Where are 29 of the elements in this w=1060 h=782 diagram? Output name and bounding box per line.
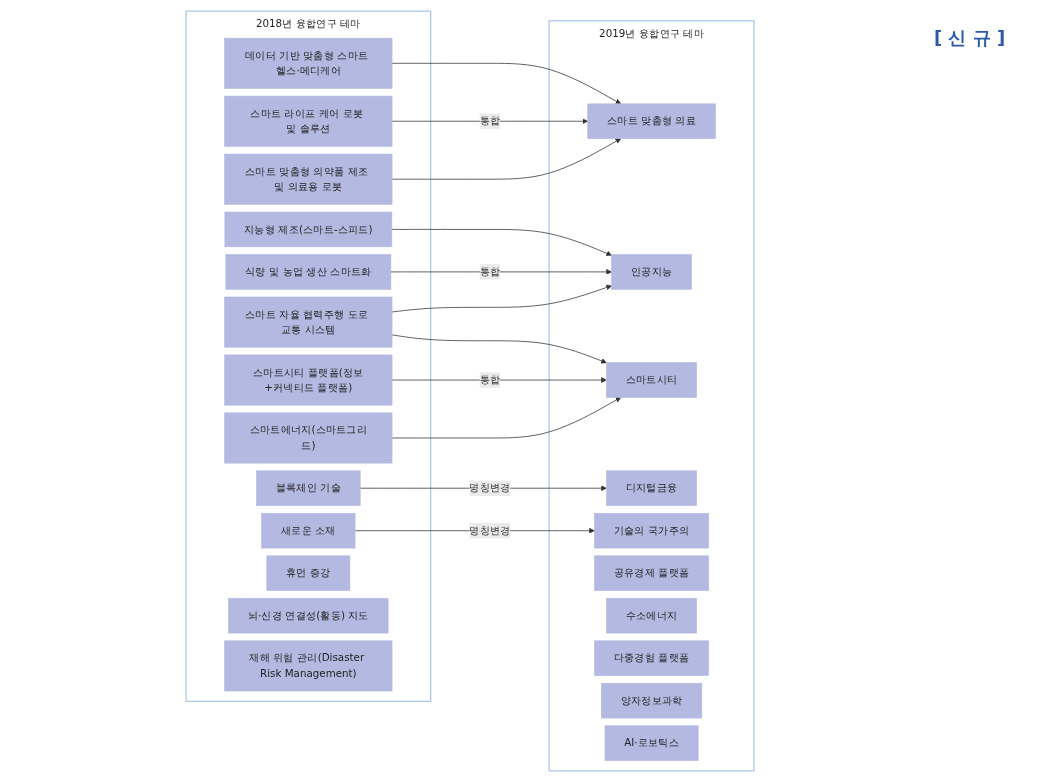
node-box: 기술의 국가주의: [594, 513, 709, 549]
node-box: 스마트에너지(스마트그리드): [224, 412, 393, 464]
section-label: [ 신 규 ]: [934, 26, 1007, 50]
node-box: 뇌·신경 연결성(활동) 지도: [228, 598, 389, 634]
node-box: 지능형 제조(스마트-스피드): [224, 211, 393, 248]
node-box: 블록체인 기술: [256, 470, 361, 506]
node-box: 스마트시티 플랫폼(정보+커넥티드 플랫폼): [224, 354, 393, 406]
edge-label: 통합: [479, 265, 501, 278]
node-box: AI·로보틱스: [604, 725, 699, 761]
node-box: 스마트시티: [606, 362, 697, 398]
node-box: 디지털금융: [606, 470, 697, 506]
node-box: 스마트 자율 협력주행 도로 교통 시스템: [224, 296, 393, 348]
edge-label: 통합: [479, 114, 501, 128]
node-box: 스마트 라이프 케어 로봇 및 솔루션: [224, 95, 393, 147]
node-box: 스마트 맞춤형 의약품 제조 및 의료용 로봇: [224, 153, 393, 205]
node-box: 인공지능: [611, 254, 692, 290]
node-box: 수소에너지: [606, 598, 697, 634]
node-box: 새로운 소재: [261, 513, 356, 549]
node-box: 식량 및 농업 생산 스마트화: [225, 254, 392, 290]
node-box: 양자정보과학: [601, 682, 703, 719]
node-box: 데이터 기반 맞춤형 스마트 헬스·메디케어: [224, 37, 393, 89]
edge-label: 명칭변경: [469, 481, 511, 495]
node-box: 휴먼 증강: [266, 555, 351, 591]
node-box: 공유경제 플랫폼: [594, 555, 709, 591]
node-box: 다중경험 플랫폼: [594, 640, 709, 676]
edge-label: 통합: [479, 373, 501, 386]
edge-label: 명칭변경: [469, 524, 511, 537]
node-box: 재해 위험 관리(Disaster Risk Management): [224, 640, 393, 692]
node-box: 스마트 맞춤형 의료: [587, 103, 716, 139]
